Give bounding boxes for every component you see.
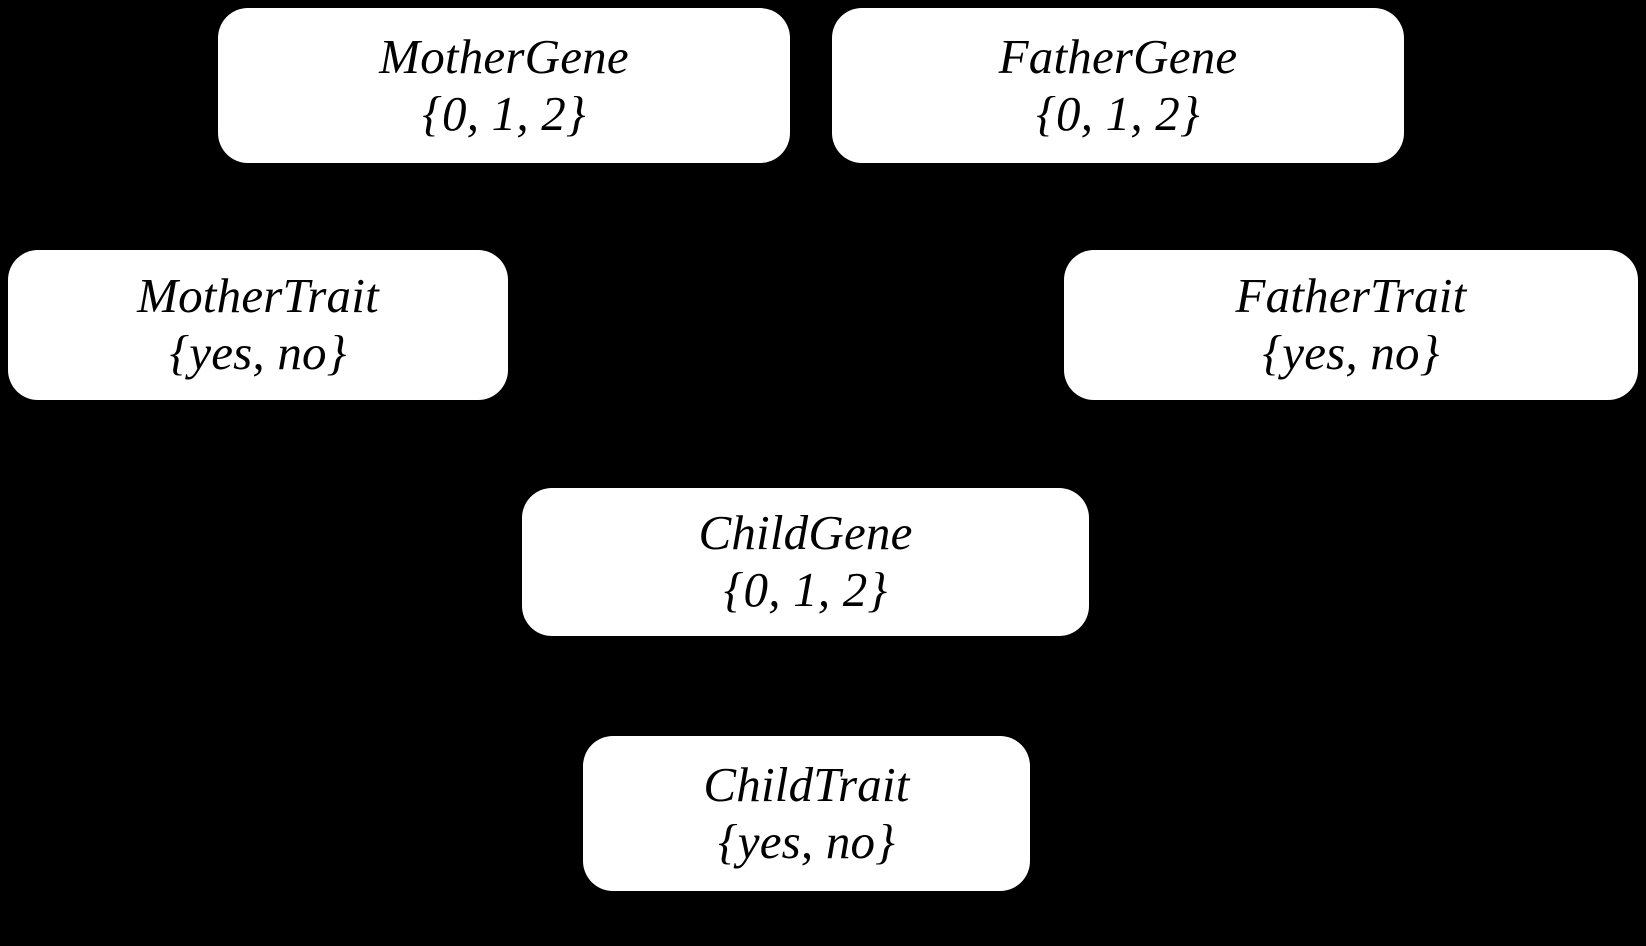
node-domain: {yes, no} <box>169 325 347 380</box>
node-child-gene[interactable]: ChildGene {0, 1, 2} <box>522 488 1089 636</box>
node-mother-gene[interactable]: MotherGene {0, 1, 2} <box>218 8 790 163</box>
node-title: MotherTrait <box>137 268 379 324</box>
node-title: ChildTrait <box>703 756 910 812</box>
node-domain: {0, 1, 2} <box>1036 85 1200 141</box>
node-father-trait[interactable]: FatherTrait {yes, no} <box>1064 250 1638 400</box>
node-domain: {yes, no} <box>1262 325 1440 380</box>
node-father-gene[interactable]: FatherGene {0, 1, 2} <box>832 8 1404 163</box>
node-child-trait[interactable]: ChildTrait {yes, no} <box>583 736 1030 891</box>
node-domain: {0, 1, 2} <box>422 85 586 141</box>
node-title: MotherGene <box>379 28 629 84</box>
node-title: ChildGene <box>698 505 913 561</box>
node-title: FatherGene <box>998 28 1238 84</box>
node-title: FatherTrait <box>1235 268 1467 324</box>
node-domain: {yes, no} <box>717 813 896 869</box>
node-domain: {0, 1, 2} <box>723 562 888 617</box>
node-mother-trait[interactable]: MotherTrait {yes, no} <box>8 250 508 400</box>
